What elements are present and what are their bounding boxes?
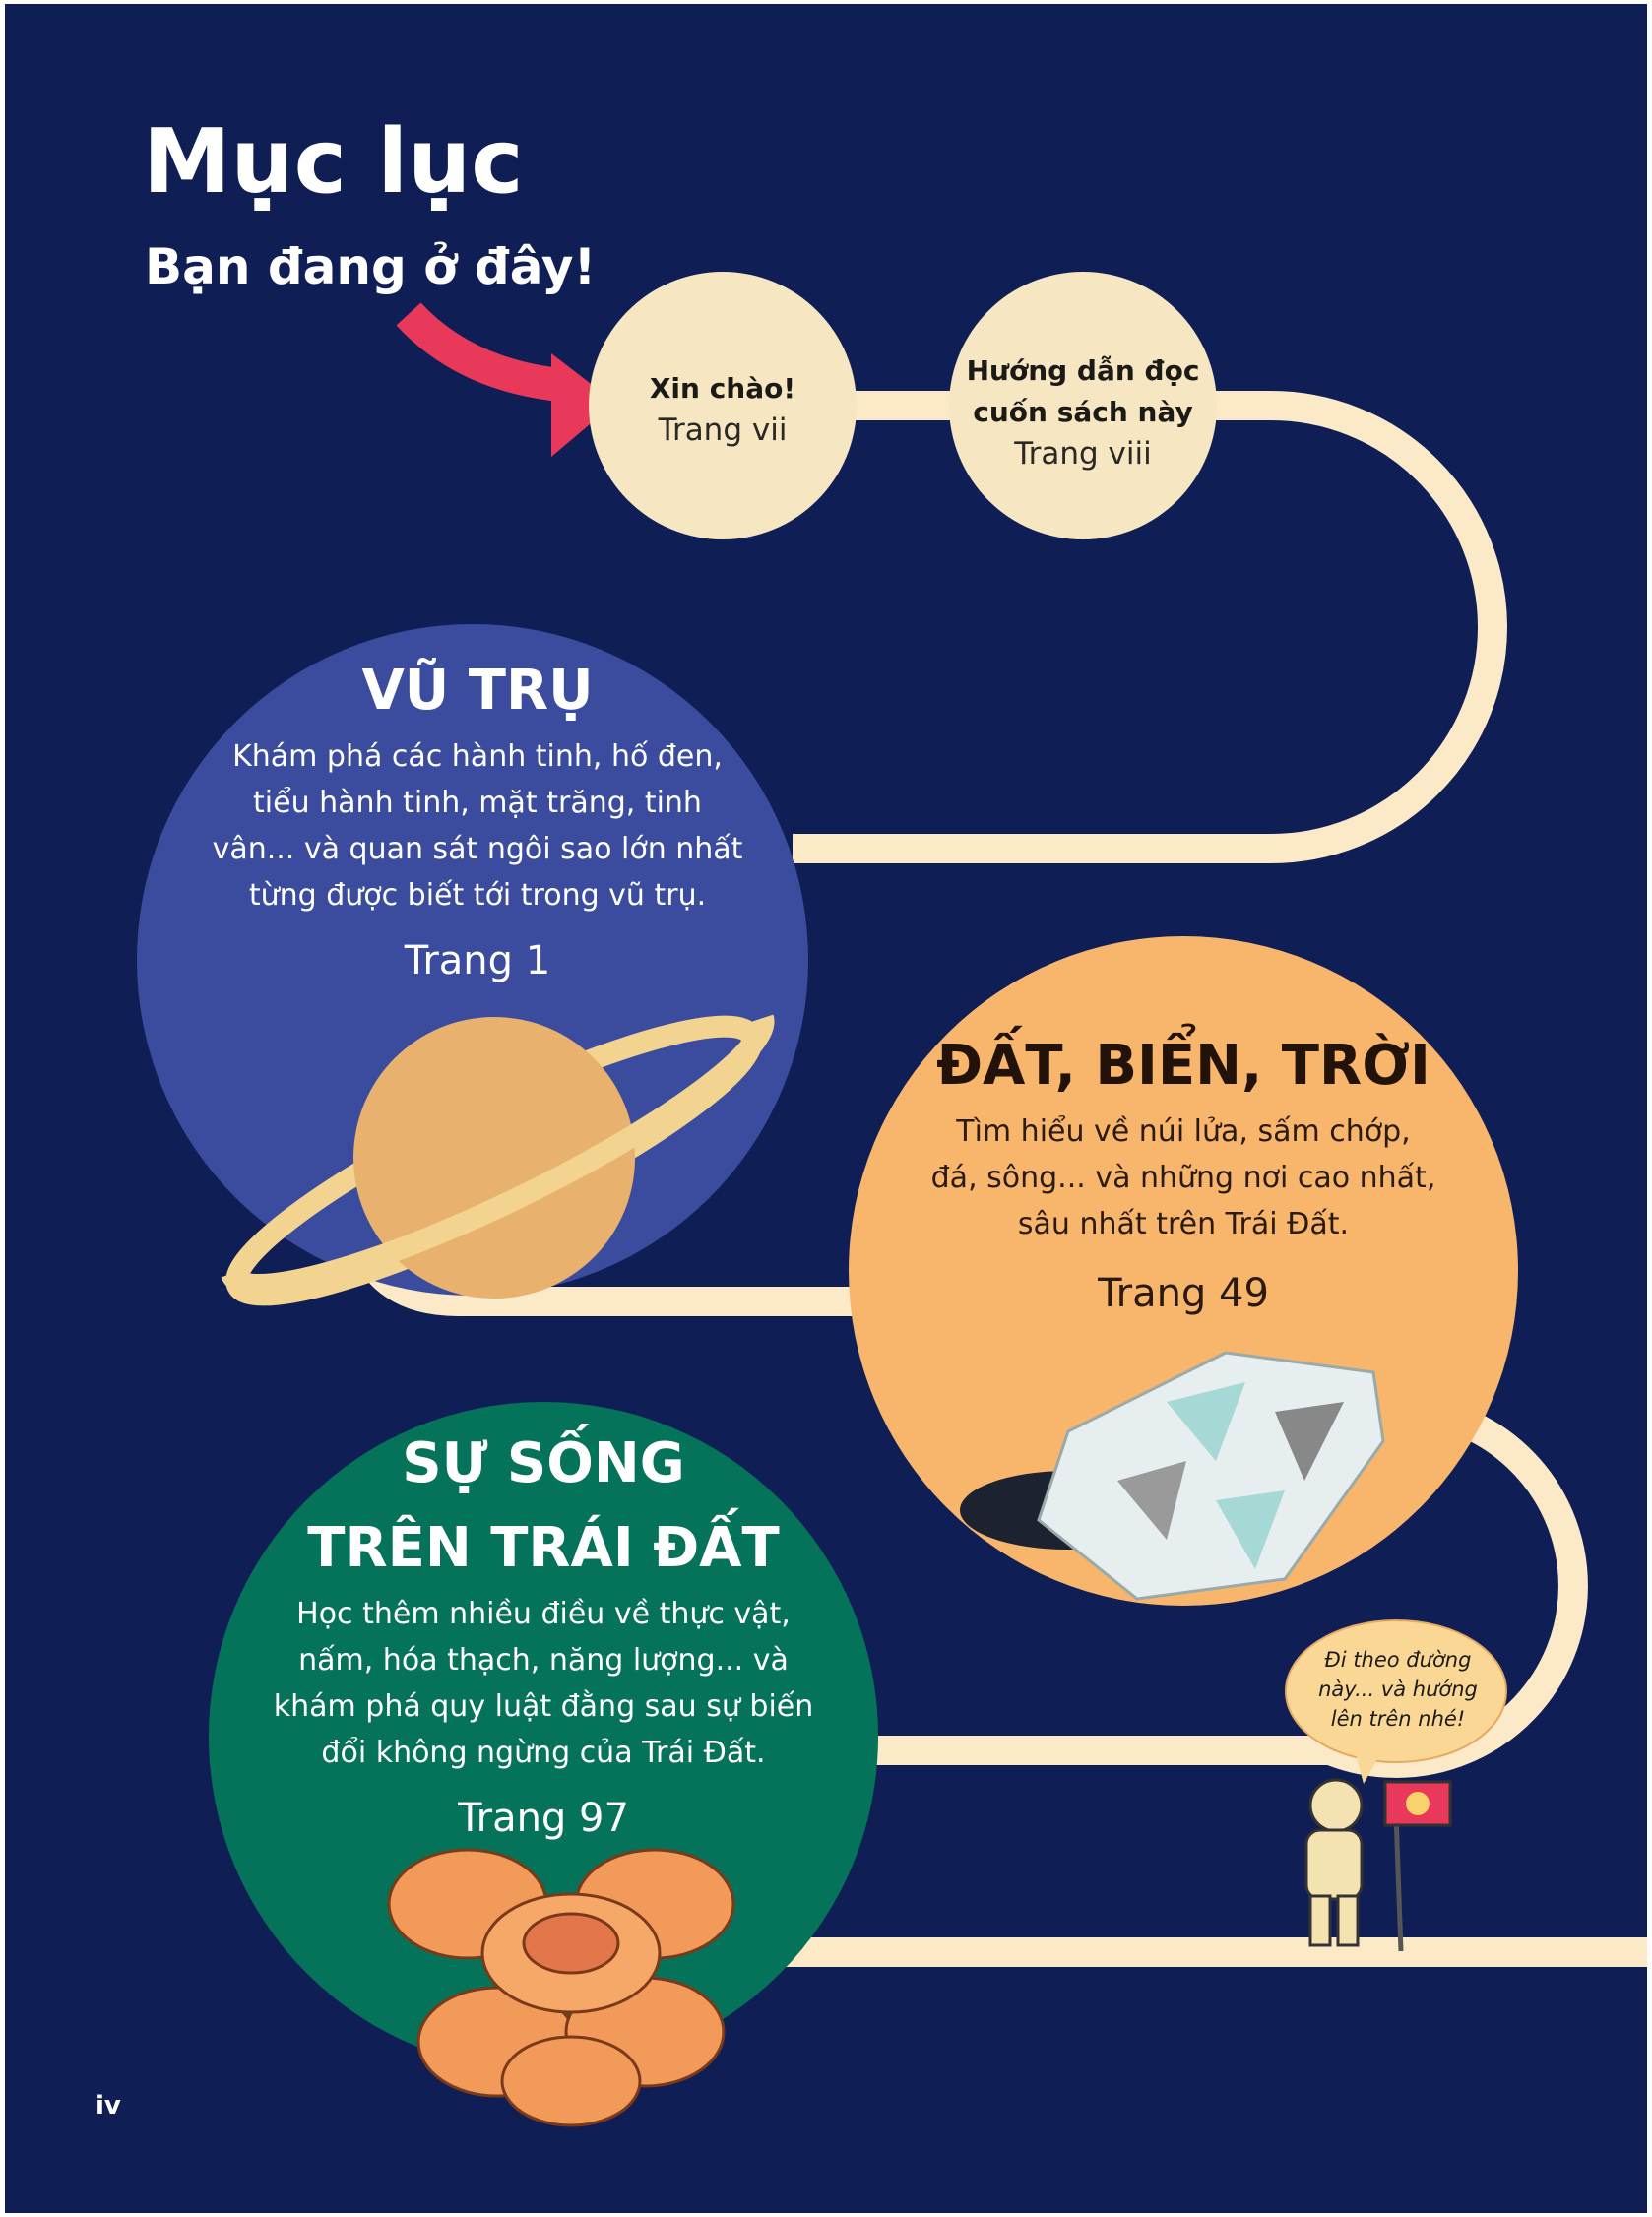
intro-page: Trang vii	[658, 412, 788, 448]
rafflesia-flower-icon	[387, 1848, 735, 2127]
section-space[interactable]: VŨ TRỤ Khám phá các hành tinh, hố đen, t…	[213, 649, 743, 983]
diamond-icon	[960, 1351, 1385, 1601]
intro-circle-guide[interactable]	[949, 272, 1217, 539]
illustration-layer	[137, 272, 1647, 2127]
intro-title-line: Hướng dẫn đọc	[966, 354, 1200, 387]
bubble-line: lên trên nhé!	[1330, 1707, 1466, 1731]
section-desc-line: nấm, hóa thạch, năng lượng... và	[298, 1643, 789, 1678]
intro-title: Xin chào!	[649, 372, 796, 405]
intro-hello[interactable]: Xin chào! Trang vii	[650, 368, 795, 451]
section-title: VŨ TRỤ	[361, 659, 594, 723]
section-page: Trang 97	[458, 1796, 629, 1841]
page-title: Mục lục	[143, 110, 524, 214]
speech-bubble	[1285, 1619, 1507, 1784]
speech-bubble-text: Đi theo đường này... và hướng lên trên n…	[1318, 1645, 1478, 1734]
section-desc-line: sâu nhất trên Trái Đất.	[1017, 1207, 1350, 1241]
you-are-here-label: Bạn đang ở đây!	[145, 238, 597, 295]
section-desc-line: Học thêm nhiều điều về thực vật,	[296, 1597, 791, 1631]
section-title: ĐẤT, BIỂN, TRỜI	[936, 1034, 1430, 1098]
intro-circle-hello[interactable]	[589, 272, 857, 539]
bubble-line: này... và hướng	[1318, 1678, 1478, 1701]
saturn-icon	[221, 1014, 775, 1306]
bubble-line: Đi theo đường	[1324, 1648, 1472, 1672]
section-desc-line: Tìm hiểu về núi lửa, sấm chớp,	[956, 1114, 1411, 1149]
section-desc-line: tiểu hành tinh, mặt trăng, tinh	[253, 786, 702, 820]
table-of-contents-page: Mục lục Bạn đang ở đây! Xin chào! Trang …	[5, 4, 1647, 2213]
intro-title-line: cuốn sách này	[973, 396, 1193, 428]
section-title-line: TRÊN TRÁI ĐẤT	[307, 1516, 780, 1580]
page-number: iv	[95, 2091, 121, 2121]
section-life[interactable]: SỰ SỐNG TRÊN TRÁI ĐẤT Học thêm nhiều điề…	[274, 1422, 814, 1841]
section-earth[interactable]: ĐẤT, BIỂN, TRỜI Tìm hiểu về núi lửa, sấm…	[931, 1024, 1436, 1316]
section-desc-line: đổi không ngừng của Trái Đất.	[321, 1736, 766, 1770]
section-desc-line: đá, sông... và những nơi cao nhất,	[930, 1161, 1436, 1195]
red-arrow-icon	[396, 302, 615, 457]
astronaut-icon	[1304, 1778, 1452, 1952]
section-desc-line: từng được biết tới trong vũ trụ.	[248, 878, 707, 913]
section-desc-line: vân... và quan sát ngôi sao lớn nhất	[212, 832, 743, 866]
intro-guide[interactable]: Hướng dẫn đọc cuốn sách này Trang viii	[967, 350, 1200, 475]
section-title-line: SỰ SỐNG	[402, 1431, 685, 1495]
section-desc-line: khám phá quy luật đằng sau sự biến	[273, 1689, 814, 1724]
intro-page: Trang viii	[1014, 436, 1152, 472]
section-page: Trang 1	[404, 938, 551, 983]
section-page: Trang 49	[1098, 1271, 1269, 1316]
section-desc-line: Khám phá các hành tinh, hố đen,	[232, 739, 723, 774]
